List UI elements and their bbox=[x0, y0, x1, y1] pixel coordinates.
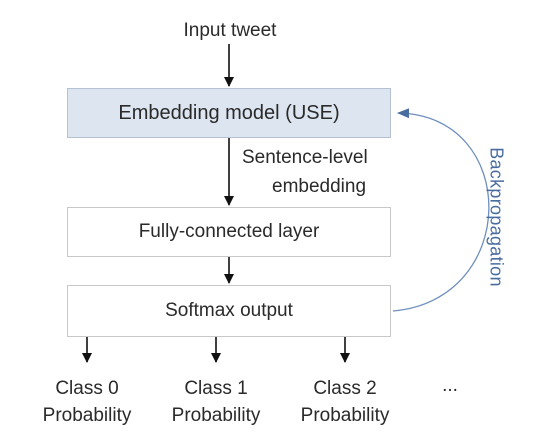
class-1-line-1: Class 1 bbox=[184, 378, 248, 399]
edge-label-line-2: embedding bbox=[272, 176, 367, 197]
edge-label-line-1: Sentence-level bbox=[242, 147, 368, 168]
class-2-line-1: Class 2 bbox=[313, 378, 377, 399]
class-0-line-1: Class 0 bbox=[55, 378, 119, 399]
fully-connected-layer-box: Fully-connected layer bbox=[67, 207, 391, 257]
embedding-model-box: Embedding model (USE) bbox=[67, 88, 391, 138]
backprop-arrow bbox=[392, 108, 490, 312]
class-2-line-2: Probability bbox=[300, 405, 390, 426]
backprop-label-wrap: Backpropagation bbox=[486, 122, 507, 312]
class-0-line-2: Probability bbox=[42, 405, 132, 426]
input-label: Input tweet bbox=[183, 20, 277, 41]
fully-connected-layer-label: Fully-connected layer bbox=[138, 221, 320, 242]
softmax-output-box: Softmax output bbox=[67, 285, 391, 337]
softmax-output-label: Softmax output bbox=[165, 300, 293, 321]
backprop-label: Backpropagation bbox=[486, 147, 507, 287]
class-1-line-2: Probability bbox=[171, 405, 261, 426]
more-classes-ellipsis: ... bbox=[442, 375, 458, 396]
embedding-model-label: Embedding model (USE) bbox=[118, 101, 340, 124]
